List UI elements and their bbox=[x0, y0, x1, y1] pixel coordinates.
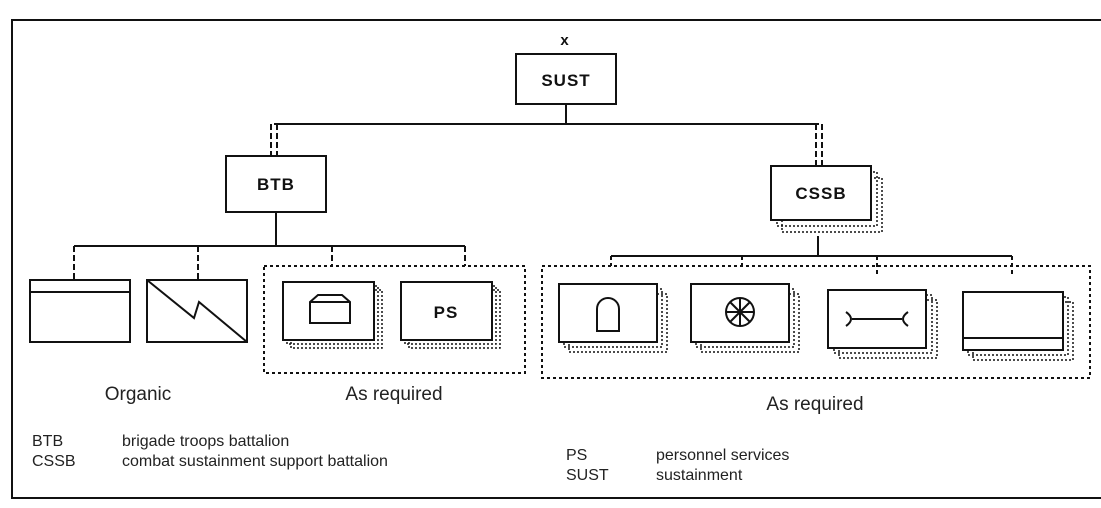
arch-icon bbox=[558, 283, 668, 353]
cssb-unit bbox=[770, 165, 883, 233]
legend-text-cssb: combat sustainment support battalion bbox=[122, 453, 388, 470]
headquarters-band-icon bbox=[29, 279, 131, 343]
supply-icon bbox=[962, 291, 1074, 361]
legend-abbr-sust: SUST bbox=[566, 467, 609, 484]
signal-icon bbox=[146, 279, 248, 343]
caption-cssb-as-required: As required bbox=[766, 394, 863, 415]
echelon-mark: x bbox=[560, 32, 569, 49]
envelope-icon bbox=[282, 281, 383, 349]
legend-abbr-ps: PS bbox=[566, 447, 587, 464]
cssb-dashed-drop bbox=[815, 124, 823, 166]
btb-as-required-group bbox=[263, 265, 526, 374]
legend-abbr-cssb: CSSB bbox=[32, 453, 76, 470]
diagram-frame bbox=[11, 19, 1101, 499]
legend-abbr-btb: BTB bbox=[32, 433, 63, 450]
sust-label: SUST bbox=[541, 71, 590, 90]
ps-unit bbox=[400, 281, 501, 349]
maintenance-wrench-icon bbox=[827, 289, 938, 359]
caption-btb-as-required: As required bbox=[345, 384, 442, 405]
btb-dashed-drop bbox=[270, 124, 278, 156]
legend-text-sust: sustainment bbox=[656, 467, 743, 484]
caption-organic: Organic bbox=[105, 384, 172, 405]
cssb-label: CSSB bbox=[795, 184, 846, 203]
medical-wheel-icon bbox=[690, 283, 800, 353]
ps-label: PS bbox=[434, 303, 459, 322]
btb-label: BTB bbox=[257, 175, 295, 194]
legend-text-ps: personnel services bbox=[656, 447, 789, 464]
legend-text-btb: brigade troops battalion bbox=[122, 433, 289, 450]
